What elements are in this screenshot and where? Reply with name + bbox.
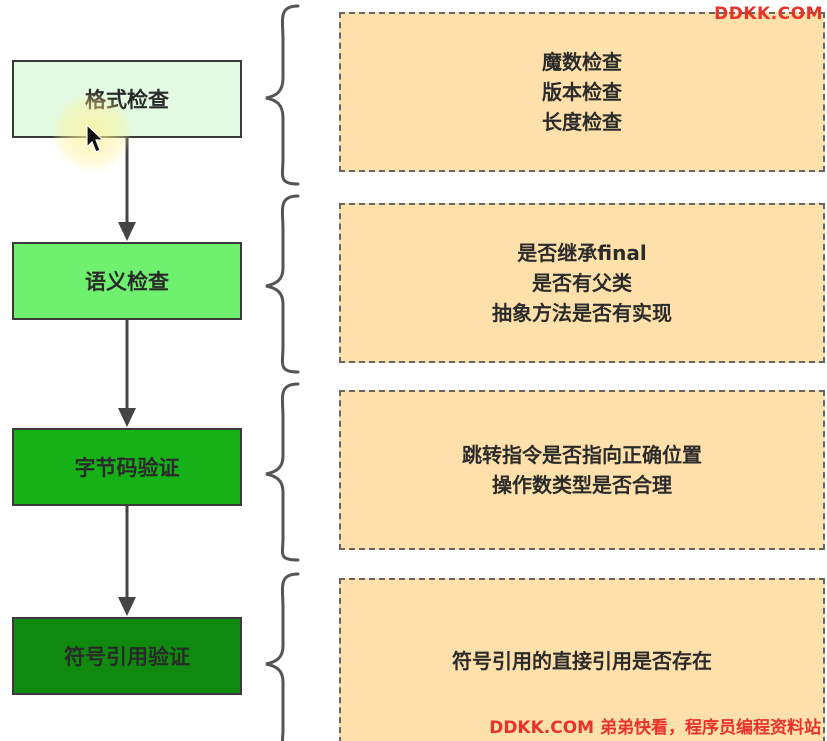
detail-bytecode-verify: 跳转指令是否指向正确位置 操作数类型是否合理 xyxy=(339,390,825,550)
detail-line: 跳转指令是否指向正确位置 xyxy=(462,443,702,467)
brace-4 xyxy=(265,572,300,741)
detail-line: 是否继承final xyxy=(517,241,647,265)
detail-line: 版本检查 xyxy=(542,80,622,104)
brace-2 xyxy=(265,194,300,374)
detail-line: 抽象方法是否有实现 xyxy=(492,301,672,325)
detail-line: 操作数类型是否合理 xyxy=(492,473,672,497)
mouse-pointer-icon xyxy=(86,124,105,153)
detail-line: 魔数检查 xyxy=(542,50,622,74)
arrowhead-1-to-2 xyxy=(118,222,136,241)
step-symbol-reference-verify: 符号引用验证 xyxy=(12,617,242,695)
brace-3 xyxy=(265,382,300,562)
step-label: 语义检查 xyxy=(85,270,169,294)
detail-format-check: 魔数检查 版本检查 长度检查 xyxy=(339,12,825,172)
detail-line: 长度检查 xyxy=(542,110,622,134)
step-label: 字节码验证 xyxy=(74,456,180,480)
step-semantic-check: 语义检查 xyxy=(12,242,242,320)
arrowhead-3-to-4 xyxy=(118,597,136,616)
detail-line: 是否有父类 xyxy=(532,271,632,295)
step-bytecode-verify: 字节码验证 xyxy=(12,428,242,506)
arrowhead-2-to-3 xyxy=(118,408,136,427)
watermark-bottom: DDKK.COM 弟弟快看，程序员编程资料站 xyxy=(489,718,821,738)
watermark-top: DDKK.COM xyxy=(714,4,823,24)
detail-semantic-check: 是否继承final 是否有父类 抽象方法是否有实现 xyxy=(339,203,825,363)
detail-symbol-reference-verify: 符号引用的直接引用是否存在 xyxy=(339,578,825,741)
detail-line: 符号引用的直接引用是否存在 xyxy=(452,648,712,673)
brace-1 xyxy=(265,4,300,186)
step-label: 符号引用验证 xyxy=(64,645,190,669)
